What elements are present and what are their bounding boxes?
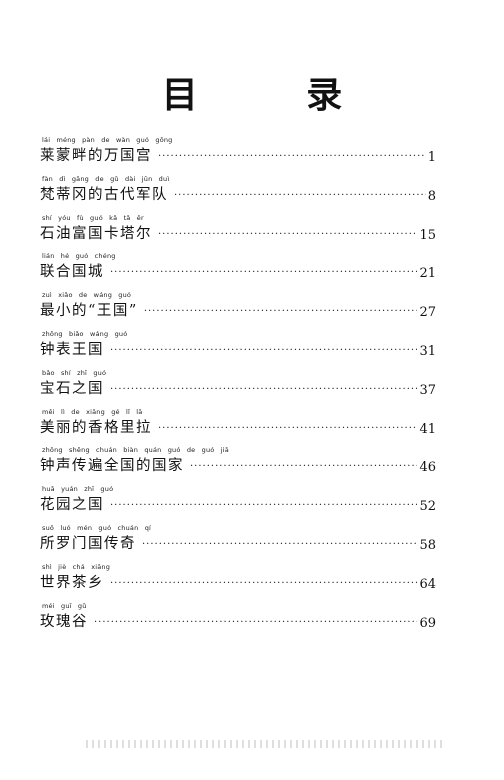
scan-noise	[86, 740, 446, 748]
toc-entry-pinyin: měi lì de xiāng gé lǐ lā	[42, 407, 143, 416]
leader-dots	[110, 267, 417, 278]
leader-dots	[158, 423, 417, 434]
toc-entry-title: 最小的“王国”	[40, 303, 138, 320]
toc-entry-page: 41	[419, 421, 436, 437]
toc-entry-pinyin: lái méng pàn de wàn guó gōng	[42, 136, 173, 144]
leader-dots	[158, 151, 426, 162]
toc-entry-pinyin: zhōng shēng chuán biàn quán guó de guó j…	[42, 446, 229, 455]
toc-entry-title: 莱蒙畔的万国宫	[40, 148, 152, 164]
toc-entry[interactable]: měi lì de xiāng gé lǐ lā 美丽的香格里拉 41	[40, 404, 436, 443]
toc-entry-pinyin: huā yuán zhī guó	[42, 485, 114, 494]
toc-entry-page: 1	[427, 150, 436, 165]
toc-entry-pinyin: zuì xiǎo de wáng guó	[42, 291, 132, 300]
toc-entry-title: 联合国城	[40, 264, 104, 281]
page-title: 目 录	[161, 75, 391, 116]
leader-dots	[110, 384, 417, 395]
toc-entry-page: 31	[419, 343, 436, 359]
leader-dots	[110, 500, 417, 511]
toc-entry[interactable]: lái méng pàn de wàn guó gōng 莱蒙畔的万国宫 1	[40, 132, 436, 171]
toc-entry-title: 美丽的香格里拉	[40, 419, 152, 436]
toc-entry-page: 52	[419, 499, 436, 515]
toc-list: lái méng pàn de wàn guó gōng 莱蒙畔的万国宫 1 fà…	[40, 132, 436, 636]
toc-entry-title: 钟声传遍全国的国家	[40, 458, 184, 475]
leader-dots	[174, 190, 426, 201]
toc-entry-page: 58	[419, 537, 436, 553]
toc-entry-title: 所罗门国传奇	[40, 535, 136, 552]
toc-entry-pinyin: bǎo shí zhī guó	[42, 368, 107, 377]
toc-entry-page: 69	[419, 615, 436, 631]
toc-entry-pinyin: suǒ luó mén guó chuán qí	[42, 523, 152, 532]
toc-entry-page: 64	[419, 576, 436, 592]
toc-entry-title: 世界茶乡	[40, 574, 104, 591]
toc-entry-pinyin: méi guī gǔ	[42, 601, 87, 610]
toc-entry[interactable]: fàn dì gāng de gǔ dài jūn duì 梵蒂冈的古代军队 8	[40, 171, 436, 210]
toc-entry[interactable]: bǎo shí zhī guó 宝石之国 37	[40, 365, 436, 404]
toc-entry-page: 15	[419, 227, 436, 243]
toc-entry-title: 梵蒂冈的古代军队	[40, 186, 168, 203]
toc-entry[interactable]: huā yuán zhī guó 花园之国 52	[40, 481, 436, 520]
toc-entry[interactable]: méi guī gǔ 玫瑰谷 69	[40, 598, 436, 637]
toc-entry-title: 花园之国	[40, 497, 104, 514]
toc-entry-page: 8	[427, 188, 436, 204]
toc-entry-pinyin: fàn dì gāng de gǔ dài jūn duì	[42, 174, 170, 183]
toc-entry-page: 21	[419, 266, 436, 282]
toc-entry-page: 37	[419, 382, 436, 398]
toc-entry-title: 宝石之国	[40, 380, 104, 397]
toc-entry[interactable]: lián hé guó chéng 联合国城 21	[40, 248, 436, 287]
toc-entry[interactable]: zhōng shēng chuán biàn quán guó de guó j…	[40, 442, 436, 481]
leader-dots	[110, 578, 417, 589]
toc-entry-pinyin: zhōng biǎo wáng guó	[42, 329, 128, 338]
toc-entry[interactable]: suǒ luó mén guó chuán qí 所罗门国传奇 58	[40, 520, 436, 559]
leader-dots	[110, 345, 417, 356]
toc-entry[interactable]: shí yóu fù guó kǎ tǎ ěr 石油富国卡塔尔 15	[40, 210, 436, 249]
toc-entry-page: 27	[419, 305, 436, 321]
toc-entry-title: 石油富国卡塔尔	[40, 225, 152, 242]
toc-entry[interactable]: zuì xiǎo de wáng guó 最小的“王国” 27	[40, 287, 436, 326]
toc-entry-title: 玫瑰谷	[40, 613, 88, 630]
leader-dots	[142, 539, 417, 550]
toc-entry[interactable]: zhōng biǎo wáng guó 钟表王国 31	[40, 326, 436, 365]
leader-dots	[94, 617, 417, 628]
toc-entry-page: 46	[419, 460, 436, 476]
leader-dots	[144, 306, 418, 317]
toc-entry-pinyin: shì jiè chá xiāng	[42, 562, 111, 571]
leader-dots	[158, 229, 417, 240]
toc-entry-title: 钟表王国	[40, 341, 104, 358]
toc-entry-pinyin: lián hé guó chéng	[42, 252, 116, 261]
leader-dots	[190, 461, 417, 472]
toc-entry[interactable]: shì jiè chá xiāng 世界茶乡 64	[40, 559, 436, 598]
toc-entry-pinyin: shí yóu fù guó kǎ tǎ ěr	[42, 213, 144, 222]
